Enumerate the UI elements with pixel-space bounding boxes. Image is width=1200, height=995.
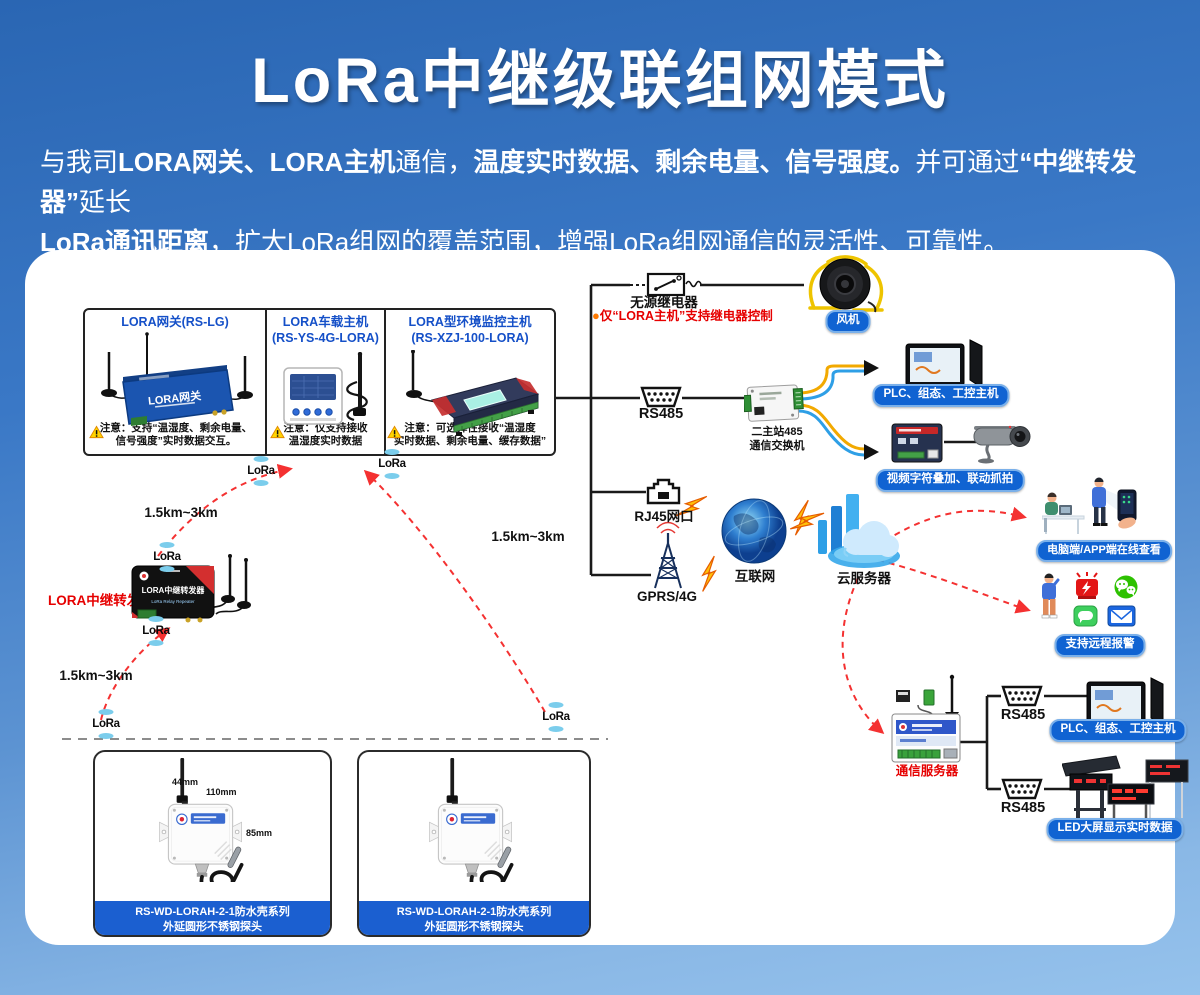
sensor-product-image-1 xyxy=(157,758,244,882)
lora-logo: LoRa xyxy=(243,460,279,482)
gprs-tower-icon xyxy=(654,521,682,589)
lora-logo: LoRa xyxy=(374,453,410,475)
desc-seg: 延长 xyxy=(79,187,132,217)
page-description: 与我司LORA网关、LORA主机通信，温度实时数据、剩余电量、信号强度。并可通过… xyxy=(40,142,1165,262)
fan-label-pill: 风机 xyxy=(825,310,871,333)
env-host-box-title: LORA型环境监控主机 (RS-XZJ-100-LORA) xyxy=(408,315,532,345)
db9-rs485-icon xyxy=(640,386,682,408)
lora-logo: LoRa xyxy=(138,620,174,642)
main-bus-lines xyxy=(552,283,1088,791)
rs485-label: RS485 xyxy=(638,406,684,422)
repeater-side-label: LORA中继转发器 xyxy=(48,593,154,608)
warning-icon xyxy=(387,425,402,439)
page-title: LoRa中继级联组网模式 xyxy=(251,46,949,116)
rj45-label: RJ45网口 xyxy=(634,509,694,524)
relay-contact-icon xyxy=(646,272,702,297)
lora-logo: LoRa xyxy=(149,546,185,568)
dimension-label-110mm: 110mm xyxy=(206,787,237,797)
rs485-top-label: RS485 xyxy=(1000,707,1046,723)
desc-seg: 温度实时数据、剩余电量、信号强度。 xyxy=(473,147,916,177)
comm-server-image xyxy=(891,674,961,763)
rs485-bottom-label: RS485 xyxy=(1000,800,1046,816)
led-screen-pill: LED大屏显示实时数据 xyxy=(1046,818,1184,841)
switch-cables xyxy=(797,360,879,460)
db9-rs485-icon xyxy=(1001,778,1043,800)
plc-label-pill-2: PLC、组态、工控主机 xyxy=(1049,719,1187,742)
cloud-server-label: 云服务器 xyxy=(837,571,891,586)
video-overlay-label-pill: 视频字符叠加、联动抓拍 xyxy=(875,469,1025,492)
camera-image xyxy=(973,425,1031,464)
switch-485-label: 二主站485 通信交换机 xyxy=(749,426,805,453)
cloud-server-image xyxy=(818,494,900,568)
dimension-label-85mm: 85mm xyxy=(246,828,273,838)
led-screens-image xyxy=(1062,755,1189,835)
desc-seg: 通信， xyxy=(395,147,474,177)
distance-label-3: 1.5km~3km xyxy=(59,668,133,683)
vehicle-host-device-image xyxy=(283,352,368,425)
relay-control-note: ●仅“LORA主机”支持继电器控制 xyxy=(592,308,773,323)
internet-label: 互联网 xyxy=(734,569,776,584)
pc-app-view-pill: 电脑端/APP端在线查看 xyxy=(1036,540,1172,562)
internet-globe-image xyxy=(721,498,787,564)
product-name-bar-1: RS-WD-LORAH-2-1防水壳系列 外延圆形不锈钢探头 xyxy=(95,901,330,935)
distance-label-2: 1.5km~3km xyxy=(491,529,565,544)
db9-rs485-icon xyxy=(1001,685,1043,707)
svg-text:LoRa Relay Repeater: LoRa Relay Repeater xyxy=(151,599,195,604)
env-monitor-host-device-image xyxy=(406,350,540,436)
warning-icon xyxy=(89,425,104,439)
warning-icon xyxy=(270,425,285,439)
video-encoder-image xyxy=(891,423,943,463)
lora-logo: LoRa xyxy=(88,713,124,735)
box-divider xyxy=(265,310,267,454)
remote-alarm-pill: 支持远程报警 xyxy=(1054,634,1146,657)
desc-seg: 并可通过 xyxy=(915,147,1020,177)
desc-seg: LORA网关、LORA主机 xyxy=(118,147,396,177)
gprs-label: GPRS/4G xyxy=(636,589,698,604)
bullet-icon: ● xyxy=(592,308,600,323)
comm-server-label: 通信服务器 xyxy=(895,764,959,778)
fan-image xyxy=(808,255,884,313)
desc-seg: “中继转发器” xyxy=(40,147,1137,217)
plc-label-pill: PLC、组态、工控主机 xyxy=(872,384,1010,407)
passive-relay-label: 无源继电器 xyxy=(630,295,698,310)
pc-users-illustration xyxy=(1042,477,1137,534)
repeater-device-image: LORA中继转发器 LoRa Relay Repeater xyxy=(131,554,251,623)
sensor-product-image-2 xyxy=(427,758,514,882)
lora-logo: LoRa xyxy=(538,706,574,728)
box-divider xyxy=(384,310,386,454)
svg-text:LORA中继转发器: LORA中继转发器 xyxy=(142,585,206,595)
vehicle-host-box-title: LORA车载主机 (RS-YS-4G-LORA) xyxy=(272,315,379,345)
dimension-label-44mm: 44mm xyxy=(172,777,199,787)
alarm-icons-illustration xyxy=(1041,572,1138,627)
lora-gateway-device-image: LORA网关 xyxy=(101,332,253,426)
product-name-bar-2: RS-WD-LORAH-2-1防水壳系列 外延圆形不锈钢探头 xyxy=(359,901,589,935)
distance-label-1: 1.5km~3km xyxy=(144,505,218,520)
rj45-port-icon xyxy=(646,478,681,505)
gateway-box-title: LORA网关(RS-LG) xyxy=(121,315,229,329)
desc-seg: 与我司 xyxy=(40,147,119,177)
switch-485-image xyxy=(744,384,804,422)
